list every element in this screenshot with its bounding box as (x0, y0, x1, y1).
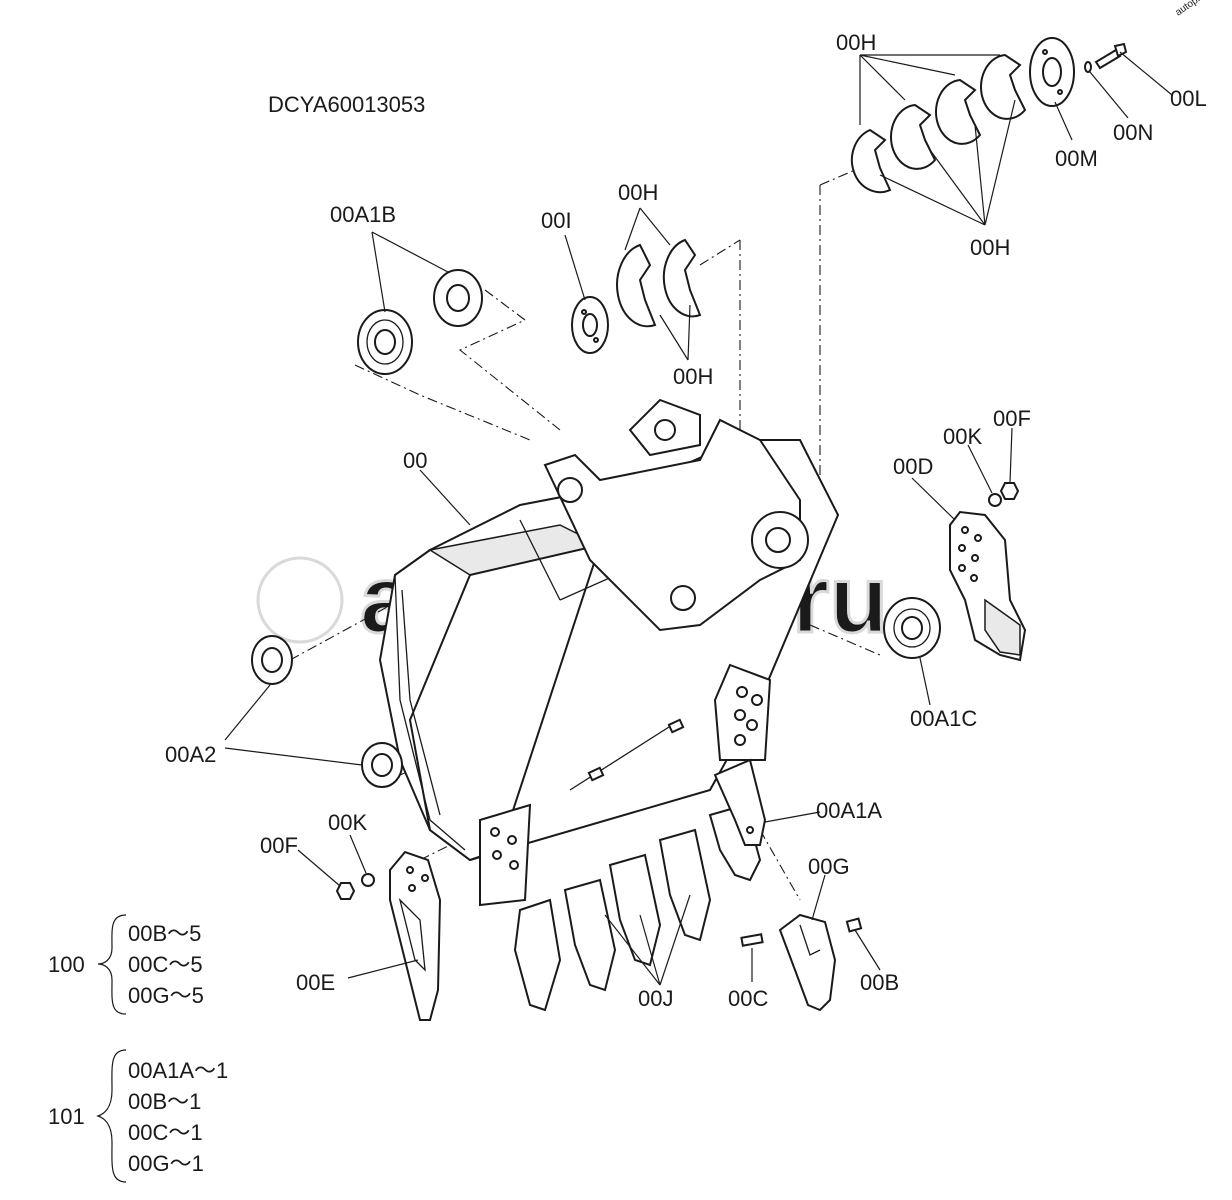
callout-labels: 00A1B 00I 00H 00H 00H 00H 00M 00N 00L 00… (165, 30, 1207, 1011)
callout-00F-left: 00F (260, 833, 298, 858)
bolt-00L (1094, 42, 1128, 70)
callout-00G: 00G (808, 854, 850, 879)
bucket-body (378, 398, 840, 1012)
washer-00N (1084, 61, 1092, 73)
kit-item: 00B～1 (128, 1089, 201, 1114)
shims-00H-middle (616, 238, 702, 328)
callout-00F-right: 00F (993, 406, 1031, 431)
callout-00: 00 (403, 448, 427, 473)
kit-number: 100 (48, 952, 85, 977)
nut-00K-left (361, 873, 375, 887)
kit-item: 00G～5 (128, 983, 204, 1008)
callout-00A1B: 00A1B (330, 202, 396, 227)
pin-00C (740, 933, 764, 947)
callout-00L: 00L (1170, 86, 1207, 111)
callout-00H-middle-top: 00H (618, 180, 658, 205)
callout-00A1C: 00A1C (910, 706, 977, 731)
callout-00H-middle-bottom: 00H (673, 364, 713, 389)
callout-00D: 00D (893, 454, 933, 479)
kit-item: 00G～1 (128, 1151, 204, 1176)
corner-watermark: autopiter.ru (1173, 0, 1220, 18)
callout-00N: 00N (1113, 120, 1153, 145)
callout-00H-bottom-right: 00H (970, 235, 1010, 260)
side-cutter-00E (389, 850, 442, 1021)
bushing-00A2 (251, 635, 403, 788)
callout-00C: 00C (728, 986, 768, 1011)
side-cutter-00D (949, 510, 1027, 662)
adapter-00A1A (713, 758, 767, 846)
drawing-code: DCYA60013053 (268, 92, 425, 117)
kit-number: 101 (48, 1104, 85, 1129)
nut-00F-right (999, 482, 1020, 500)
kit-item: 00C～5 (128, 952, 203, 977)
callout-00M: 00M (1055, 146, 1098, 171)
pin-00B (845, 917, 863, 933)
tooth-00G (778, 913, 837, 1012)
callout-00A1A: 00A1A (816, 798, 882, 823)
nut-00K-right (988, 493, 1002, 507)
callout-00H-top: 00H (836, 30, 876, 55)
bushing-00A1C (883, 597, 941, 659)
callout-00I: 00I (541, 208, 572, 233)
callout-00B: 00B (860, 970, 899, 995)
shims-00H-top-right (850, 53, 1027, 194)
callout-00A2: 00A2 (165, 742, 216, 767)
callout-00K-left: 00K (328, 810, 367, 835)
kit-101: 101 00A1A～1 00B～1 00C～1 00G～1 (48, 1049, 228, 1183)
kit-item: 00B～5 (128, 921, 201, 946)
kit-item: 00A1A～1 (128, 1058, 228, 1083)
leader-lines (224, 51, 1173, 986)
callout-00E: 00E (296, 970, 335, 995)
bushing-00A1B (357, 269, 483, 375)
plate-00M (1029, 37, 1075, 107)
washer-00I (571, 296, 609, 354)
kit-item: 00C～1 (128, 1120, 203, 1145)
callout-00K-right: 00K (943, 424, 982, 449)
callout-00J: 00J (638, 986, 673, 1011)
nut-00F-left (335, 882, 356, 900)
kit-100: 100 00B～5 00C～5 00G～5 (48, 914, 204, 1015)
